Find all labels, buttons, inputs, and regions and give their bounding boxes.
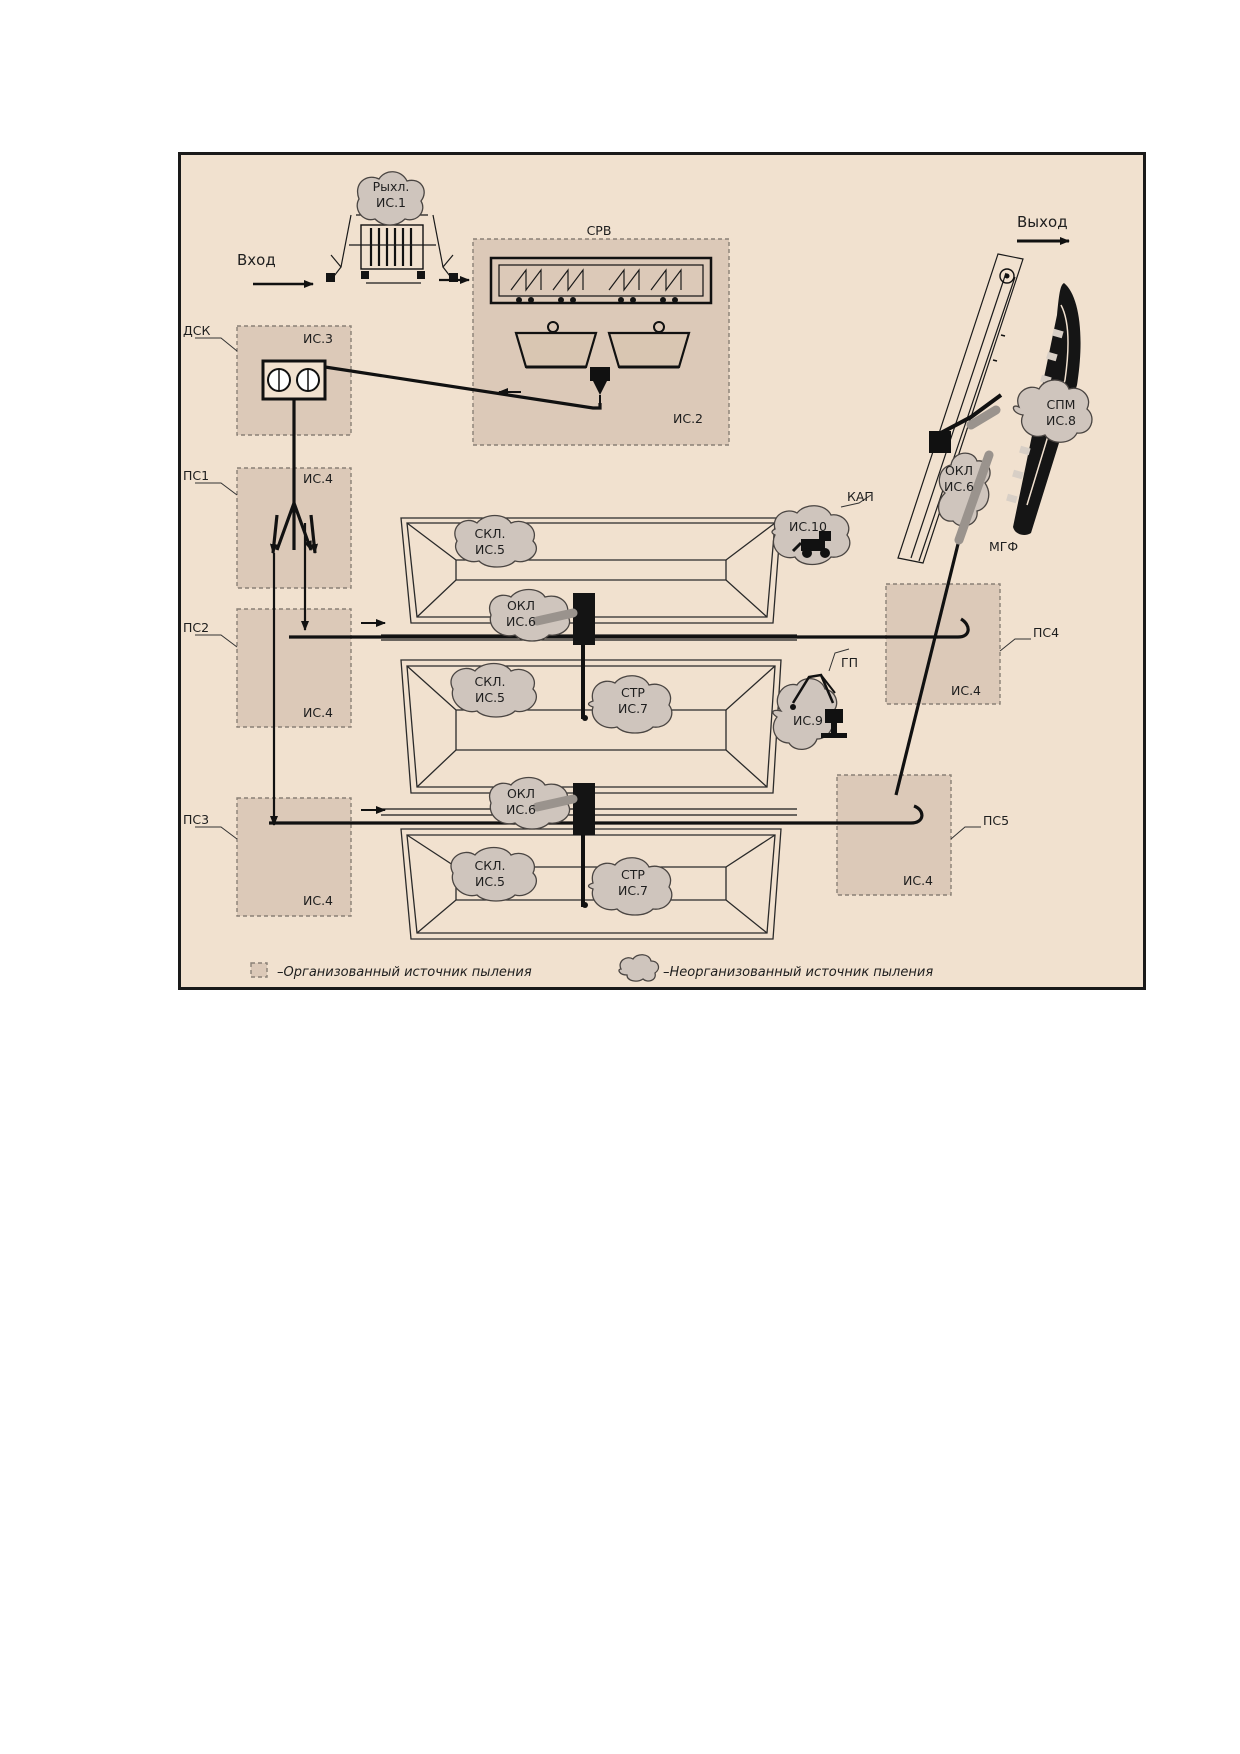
cloud-okl-mgf	[937, 452, 991, 527]
is9-label: ИС.9	[793, 713, 823, 728]
ps4-label: ПС4	[1033, 625, 1059, 640]
srv-label: СРВ	[587, 223, 612, 238]
ps2-label: ПС2	[183, 620, 209, 635]
legend-organized-text: –Организованный источник пыления	[277, 965, 532, 980]
cloud-spm	[1012, 379, 1093, 443]
kap-label: КАП	[847, 489, 874, 504]
is4-ps5-label: ИС.4	[903, 873, 933, 888]
ps3-label: ПС3	[183, 812, 209, 827]
stockpile-1	[400, 517, 782, 624]
ps5-area	[836, 774, 952, 896]
okl-1-label: ОКЛ	[507, 598, 535, 613]
dust-sources-diagram: Вход Выход Рыхл. ИС.1 СРВ ИС.2 ДСК ИС.3 …	[178, 152, 1146, 990]
is7-2-label: ИС.7	[618, 883, 648, 898]
gp-label: ГП	[841, 655, 858, 670]
rykhl-equipment	[326, 214, 458, 284]
diagram-canvas: Вход Выход Рыхл. ИС.1 СРВ ИС.2 ДСК ИС.3 …	[183, 171, 1093, 982]
skl-3-label: СКЛ.	[475, 858, 506, 873]
is10-label: ИС.10	[789, 519, 827, 534]
labels: Вход Выход Рыхл. ИС.1 СРВ ИС.2 ДСК ИС.3 …	[183, 179, 1076, 908]
skl-1-label: СКЛ.	[475, 526, 506, 541]
flow-arrows	[253, 237, 1070, 814]
is6-mgf-label: ИС.6	[944, 479, 974, 494]
is4-ps3-label: ИС.4	[303, 893, 333, 908]
unorganized-sources	[356, 171, 1093, 916]
rykhl-label: Рыхл.	[373, 179, 410, 194]
ps2-area	[236, 608, 352, 728]
dsk-equipment	[261, 359, 327, 401]
legend: –Организованный источник пыления –Неорга…	[250, 954, 933, 982]
is4-ps2-label: ИС.4	[303, 705, 333, 720]
str-1-label: СТР	[621, 685, 645, 700]
cloud-skl-2	[450, 662, 538, 718]
srv-equipment	[489, 256, 713, 403]
str-2-label: СТР	[621, 867, 645, 882]
is1-label: ИС.1	[376, 195, 406, 210]
leader-lines	[195, 337, 1031, 840]
organized-sources	[236, 238, 1001, 917]
cloud-skl-1	[454, 514, 538, 568]
is8-label: ИС.8	[1046, 413, 1076, 428]
is2-label: ИС.2	[673, 411, 703, 426]
cloud-is10	[771, 505, 851, 566]
ps3-area	[236, 797, 352, 917]
skl-2-label: СКЛ.	[475, 674, 506, 689]
okl-mgf-label: ОКЛ	[945, 463, 973, 478]
is6-1-label: ИС.6	[506, 614, 536, 629]
crane-icon	[790, 673, 847, 738]
legend-cloud-swatch	[618, 954, 660, 982]
dsk-label: ДСК	[183, 323, 210, 338]
mgf-wheel-icon	[999, 268, 1015, 284]
is7-1-label: ИС.7	[618, 701, 648, 716]
is4-ps4-label: ИС.4	[951, 683, 981, 698]
conveyor-lines	[269, 365, 970, 908]
is6-2-label: ИС.6	[506, 802, 536, 817]
exit-label: Выход	[1017, 213, 1068, 231]
ps5-label: ПС5	[983, 813, 1009, 828]
legend-unorganized-text: –Неорганизованный источник пыления	[663, 965, 933, 980]
mgf-label: МГФ	[989, 539, 1018, 554]
cloud-rykhl	[356, 171, 425, 226]
stockpile-2	[400, 659, 782, 794]
cloud-is9	[772, 678, 838, 750]
is3-label: ИС.3	[303, 331, 333, 346]
is5-3-label: ИС.5	[475, 874, 505, 889]
okl-2-label: ОКЛ	[507, 786, 535, 801]
cloud-str-1	[587, 675, 673, 734]
cloud-str-2	[587, 857, 673, 916]
cloud-skl-3	[450, 846, 538, 902]
stockpiles	[381, 517, 797, 940]
legend-organized-swatch	[250, 962, 268, 978]
loader-icon	[791, 531, 831, 558]
ps1-label: ПС1	[183, 468, 209, 483]
is4-ps1-label: ИС.4	[303, 471, 333, 486]
is5-2-label: ИС.5	[475, 690, 505, 705]
shuttle-feeders	[532, 405, 1001, 812]
is5-1-label: ИС.5	[475, 542, 505, 557]
spm-label: СПМ	[1047, 397, 1076, 412]
entry-label: Вход	[237, 251, 276, 269]
